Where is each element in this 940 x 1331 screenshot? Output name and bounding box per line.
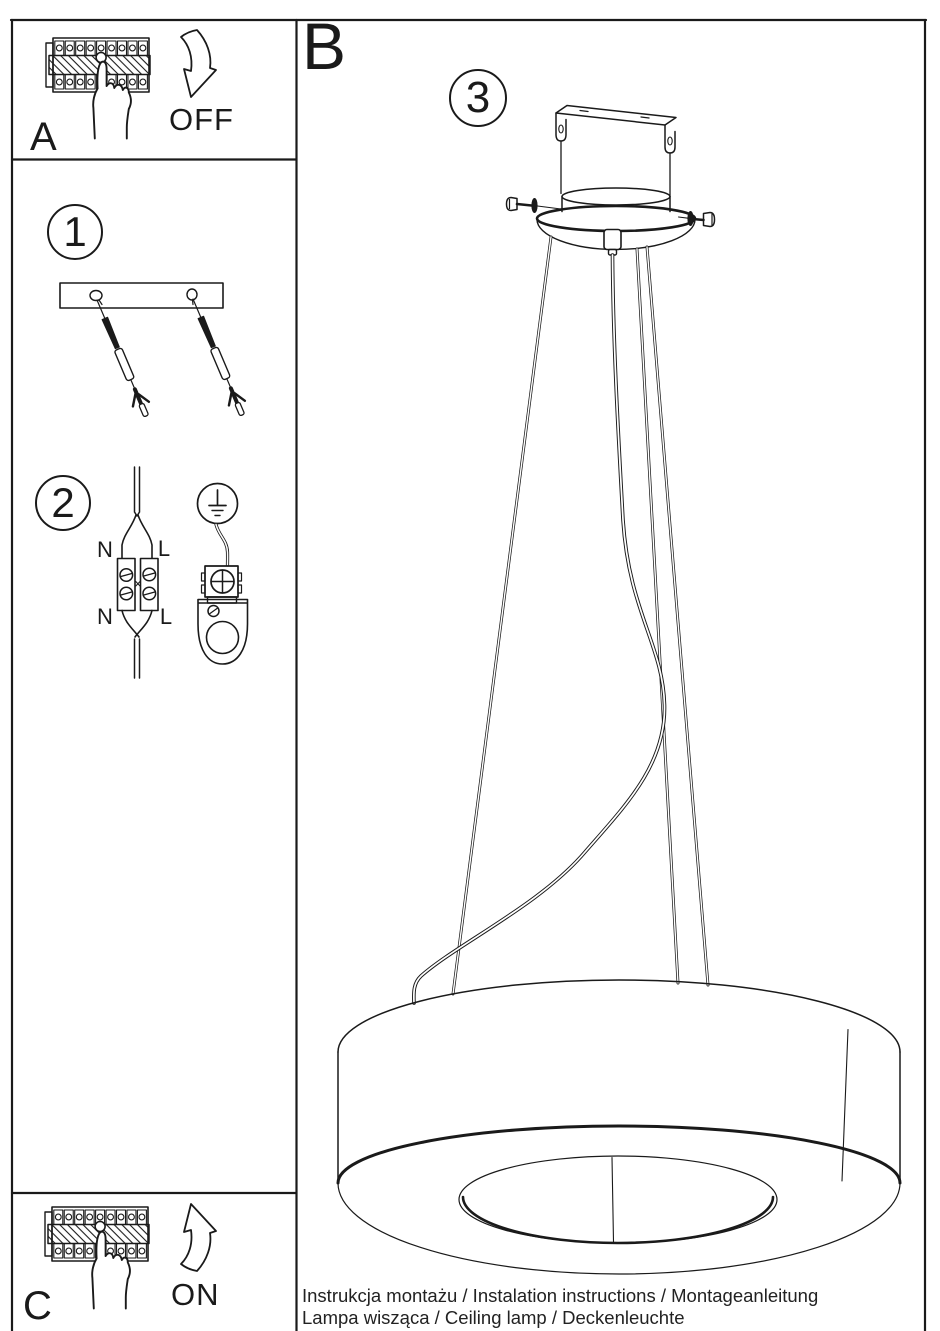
- panel-b-label: B: [302, 9, 347, 83]
- lamp-ring-illustration: [336, 979, 902, 1275]
- footer-title-line-2: Lampa wisząca / Ceiling lamp / Deckenleu…: [302, 1307, 685, 1328]
- lamp-bottom-rim-bold: [336, 1124, 902, 1185]
- lamp-cable-bottom: [133, 638, 141, 679]
- panel-c-state-label: ON: [171, 1277, 220, 1312]
- step-3-number: 3: [465, 73, 491, 122]
- bracket-hole-left: [89, 289, 103, 302]
- panel-a-state-label: OFF: [169, 102, 234, 137]
- step-2-number: 2: [51, 479, 75, 526]
- panel-a-illustration: [46, 29, 217, 140]
- expansion-anchor-screw-right: [185, 296, 249, 418]
- bracket-hole-right: [186, 288, 198, 301]
- step1-bracket-illustration: [59, 282, 250, 419]
- step2-wiring-illustration: [116, 466, 249, 679]
- side-screw-left: [505, 196, 562, 213]
- step-1-badge: 1: [47, 204, 103, 260]
- lamp-inner-seam: [611, 1156, 615, 1243]
- lamp-bottom-edge: [337, 1182, 901, 1275]
- power-cable: [412, 253, 667, 1005]
- step-3-badge: 3: [449, 69, 507, 127]
- footer-title-line-1: Instrukcja montażu / Instalation instruc…: [302, 1285, 819, 1306]
- lamp-wall-seam: [841, 1028, 849, 1182]
- page-borders: [9, 18, 928, 1331]
- side-screw-right: [677, 211, 716, 228]
- panel-a-label: A: [30, 115, 57, 159]
- wire-label-live-top: L: [157, 536, 171, 561]
- mounting-bar: [59, 282, 224, 309]
- step-1-number: 1: [63, 208, 87, 255]
- earth-ground-icon: [196, 482, 239, 525]
- panel-c-label: C: [23, 1284, 52, 1328]
- wire-label-neutral-bottom: N: [97, 604, 113, 629]
- cable-strain-relief: [603, 228, 622, 251]
- expansion-anchor-screw-left: [89, 297, 153, 419]
- ceiling-bracket: [555, 104, 677, 198]
- ground-clamp-illustration: [197, 565, 249, 665]
- suspension-wires: [412, 235, 710, 1005]
- clamp-bracket-plate: [197, 598, 249, 665]
- wire-label-live-bottom: L: [159, 604, 173, 629]
- wire-label-neutral-top: N: [97, 537, 113, 562]
- lamp-top-rim: [337, 979, 901, 1053]
- lamp-inner-ring-bold: [461, 1195, 775, 1245]
- panel-c-illustration: [45, 1203, 217, 1310]
- step-2-badge: 2: [35, 475, 91, 531]
- clamp-plate-hole: [205, 620, 240, 655]
- lamp-side-walls: [337, 1051, 901, 1184]
- terminal-block: [116, 557, 159, 612]
- arrow-up-icon: [180, 1203, 217, 1272]
- supply-cable-top: [133, 466, 141, 517]
- arrow-down-icon: [180, 29, 217, 98]
- step3-canopy-illustration: [505, 104, 716, 256]
